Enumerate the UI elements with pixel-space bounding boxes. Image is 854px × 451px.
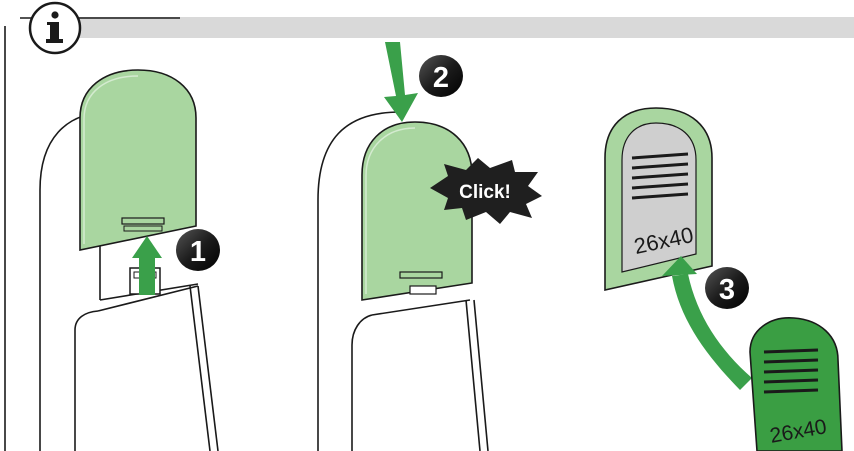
- device-body-step-2: [317, 111, 489, 451]
- push-arrow-step-1: [132, 236, 162, 295]
- step-number-3: 3: [719, 274, 735, 306]
- step-number-1: 1: [190, 236, 206, 268]
- click-burst: Click!: [430, 158, 542, 224]
- step-number-2: 2: [433, 62, 449, 94]
- step-badge-2: 2: [419, 55, 463, 97]
- cover-panel-step-1: [79, 69, 197, 251]
- cover-panel-step-2: [361, 121, 473, 301]
- click-text: Click!: [459, 182, 511, 203]
- step-badge-1: 1: [176, 229, 220, 271]
- info-icon: [28, 1, 82, 55]
- step-badge-3: 3: [705, 267, 749, 309]
- insert-label-card: 26x40: [749, 317, 843, 451]
- push-arrow-step-2: [384, 42, 418, 122]
- header-bar: [4, 17, 854, 451]
- cover-panel-step-3: 26x40: [604, 107, 713, 291]
- insert-arrow-step-3: [662, 256, 752, 390]
